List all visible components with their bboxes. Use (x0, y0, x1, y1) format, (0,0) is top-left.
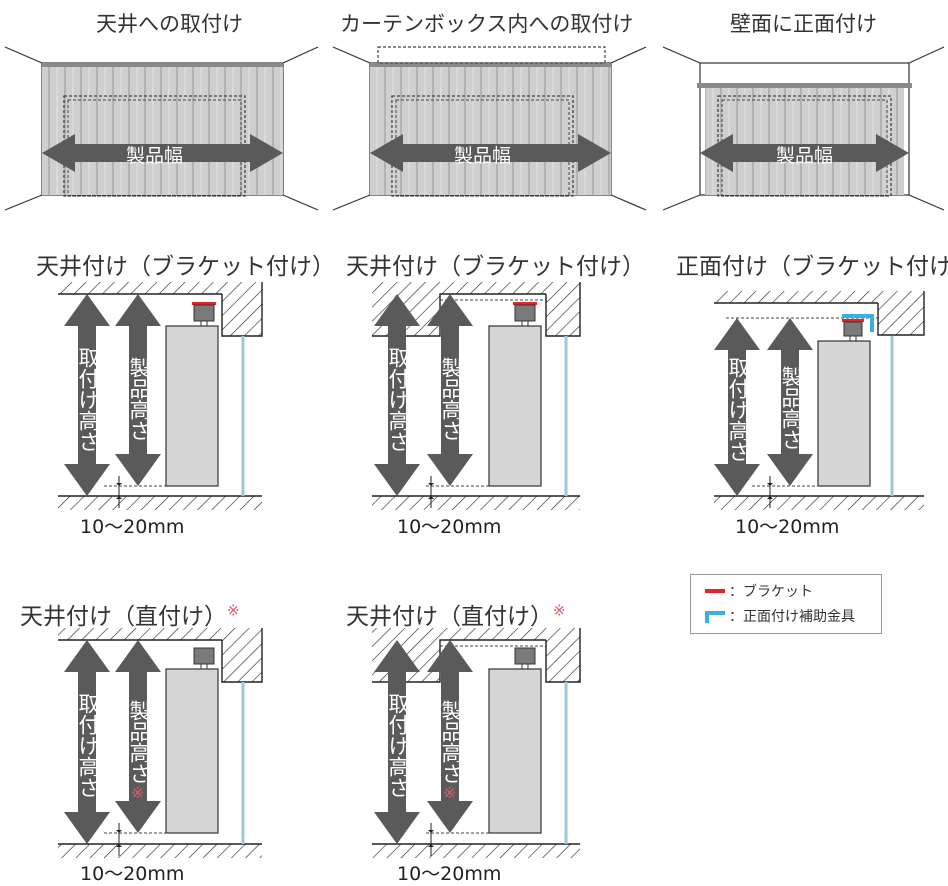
ceiling-direct-title-5: 天井付け（直付け）※ (346, 597, 566, 631)
product-width-label-1: 製品幅 (126, 145, 184, 167)
note-mark-5: ※ (553, 601, 566, 620)
product-height-label-1: 製品高さ (127, 357, 151, 441)
gap-dimension-3: 10〜20mm (735, 516, 840, 538)
legend-bracket-label: ：ブラケット (729, 584, 813, 600)
room-wall-mount (662, 46, 945, 211)
product-width-label-2: 製品幅 (454, 145, 512, 167)
ceiling-mount-title: 天井への取付け (96, 12, 243, 36)
gap-dimension-4: 10〜20mm (80, 863, 185, 885)
wall-mount-title: 壁面に正面付け (730, 12, 877, 36)
ceiling-direct-title-4-text: 天井付け（直付け） (20, 604, 227, 630)
diagram-box-bracket-2 (372, 282, 581, 510)
product-width-label-3: 製品幅 (776, 145, 834, 167)
room-box-mount (332, 46, 647, 211)
mount-height-label-3: 取付け高さ (726, 357, 750, 462)
ceiling-direct-title-4: 天井付け（直付け）※ (20, 597, 240, 631)
product-height-label-5: 製品高さ (439, 700, 463, 784)
mount-height-label-1: 取付け高さ (76, 347, 100, 452)
front-fitting-swatch (705, 611, 725, 615)
product-height-label-2: 製品高さ (439, 357, 463, 441)
front-bracket-title-3: 正面付け（ブラケット付け） (676, 254, 948, 280)
product-height-label-3: 製品高さ (779, 366, 803, 450)
room-ceiling-mount (4, 46, 319, 211)
diagram-ceiling-direct-4 (58, 628, 263, 858)
ceiling-bracket-title-1: 天井付け（ブラケット付け） (36, 254, 335, 280)
product-height-label-4: 製品高さ (127, 700, 151, 784)
diagram-ceiling-bracket-1 (58, 282, 263, 510)
note-mark-label-4: ※ (131, 783, 145, 802)
ceiling-bracket-title-2: 天井付け（ブラケット付け） (346, 254, 645, 280)
legend-front-fitting-label: ：正面付け補助金具 (729, 609, 855, 625)
diagram-box-direct-5 (372, 628, 581, 858)
mount-height-label-5: 取付け高さ (386, 693, 410, 798)
gap-dimension-2: 10〜20mm (397, 516, 502, 538)
diagram-front-bracket-3 (714, 291, 925, 510)
mount-height-label-4: 取付け高さ (76, 693, 100, 798)
box-mount-title: カーテンボックス内への取付け (340, 12, 634, 36)
gap-dimension-5: 10〜20mm (397, 863, 502, 885)
mount-height-label-2: 取付け高さ (386, 347, 410, 452)
ceiling-direct-title-5-text: 天井付け（直付け） (346, 604, 553, 630)
gap-dimension-1: 10〜20mm (80, 516, 185, 538)
bracket-swatch (705, 589, 725, 593)
front-fitting-swatch-leg (705, 611, 709, 623)
legend-box: ：ブラケット ：正面付け補助金具 (690, 574, 882, 634)
note-mark-label-5: ※ (443, 783, 457, 802)
note-mark-4: ※ (227, 601, 240, 620)
